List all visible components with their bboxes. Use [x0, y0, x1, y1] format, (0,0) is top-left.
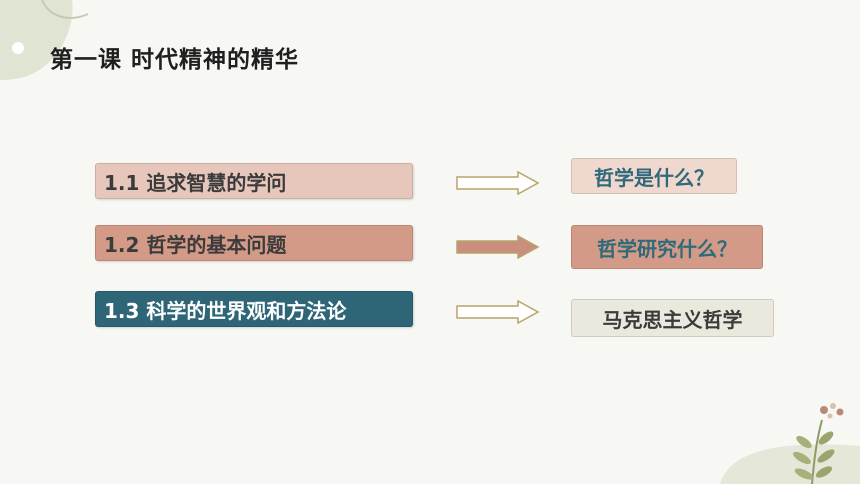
arrow-right-icon [456, 300, 540, 324]
section-box-3[interactable]: 1.3 科学的世界观和方法论 [95, 291, 413, 327]
answer-box-1[interactable]: 哲学是什么？ [571, 158, 737, 194]
leaf-branch-icon [793, 419, 835, 484]
answer-label: 马克思主义哲学 [602, 307, 743, 332]
corner-blob-top-left [0, 0, 73, 80]
decor-leaf-line-icon [41, 0, 89, 19]
section-label: 1.3 科学的世界观和方法论 [104, 298, 347, 323]
answer-label: 哲学研究什么？ [597, 236, 737, 261]
section-box-1[interactable]: 1.1 追求智慧的学问 [95, 163, 413, 199]
answer-box-3[interactable]: 马克思主义哲学 [571, 299, 774, 337]
decor-dots-cluster-icon [820, 403, 844, 419]
page-title: 第一课 时代精神的精华 [50, 47, 300, 73]
answer-box-2[interactable]: 哲学研究什么？ [571, 225, 763, 269]
arrow-right-icon [456, 171, 540, 195]
decor-dot-icon [12, 42, 24, 54]
arrow-right-icon [456, 235, 540, 259]
section-label: 1.2 哲学的基本问题 [104, 232, 287, 257]
section-box-2[interactable]: 1.2 哲学的基本问题 [95, 225, 413, 261]
section-label: 1.1 追求智慧的学问 [104, 170, 287, 195]
answer-label: 哲学是什么？ [594, 165, 714, 190]
